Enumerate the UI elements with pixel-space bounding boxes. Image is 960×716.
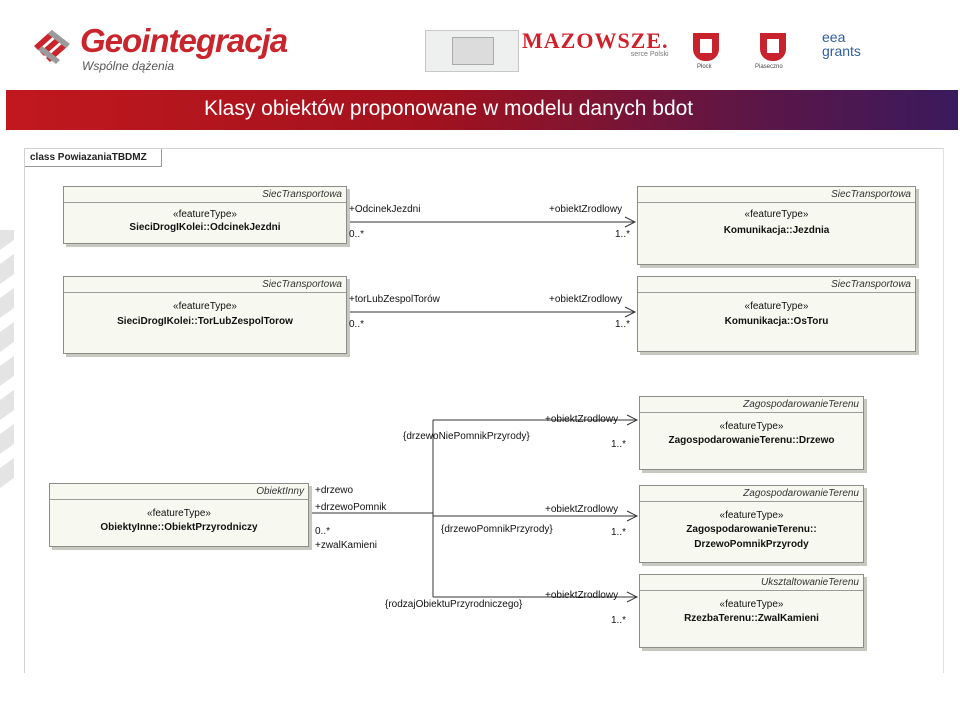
class-odcinek-jezdni[interactable]: SiecTransportowa «featureType» SieciDrog… (63, 186, 347, 244)
multiplicity-label: 1..* (615, 229, 631, 240)
geointegracja-logo-icon (34, 30, 70, 64)
multiplicity-label: 1..* (615, 319, 631, 330)
eea-text: eea (822, 29, 846, 45)
role-drzewo: +drzewo (315, 485, 354, 496)
class-stereotype: «featureType» (744, 301, 809, 312)
class-package: ZagospodarowanieTerenu (743, 399, 859, 410)
class-divider (50, 499, 308, 500)
class-jezdnia[interactable]: SiecTransportowa «featureType» Komunikac… (637, 186, 916, 265)
class-package: ObiektInny (256, 486, 304, 497)
piaseczno-label: Piaseczno (755, 64, 783, 70)
class-divider (64, 292, 346, 293)
title-band: Klasy obiektów proponowane w modelu dany… (6, 90, 958, 130)
page-title: Klasy obiektów proponowane w modelu dany… (204, 97, 694, 120)
class-divider (640, 590, 863, 591)
plock-crest-icon (693, 33, 719, 61)
class-stereotype: «featureType» (719, 421, 784, 432)
class-name-line2: DrzewoPomnikPrzyrody (694, 539, 809, 550)
multiplicity-label: 1..* (611, 439, 627, 450)
constraint-rodzaj-obiektu: {rodzajObiektuPrzyrodniczego} (385, 599, 523, 610)
class-name: ZagospodarowanieTerenu::Drzewo (668, 435, 835, 446)
class-package: SiecTransportowa (831, 189, 911, 200)
class-zwal-kamieni[interactable]: UksztaltowanieTerenu «featureType» Rzezb… (639, 574, 864, 648)
decorative-stripes (0, 230, 14, 488)
eu-partner-logo (425, 30, 519, 72)
role-zwal-kamieni: +zwalKamieni (315, 540, 377, 551)
logo-name: Geointegracja (80, 22, 288, 59)
class-divider (638, 292, 915, 293)
role-obiekt-zrodlowy: +obiektZrodlowy (545, 504, 619, 515)
class-stereotype: «featureType» (719, 599, 784, 610)
class-name: RzezbaTerenu::ZwalKamieni (684, 613, 819, 624)
role-obiekt-zrodlowy: +obiektZrodlowy (545, 590, 619, 601)
class-package: SiecTransportowa (831, 279, 911, 290)
class-os-toru[interactable]: SiecTransportowa «featureType» Komunikac… (637, 276, 916, 352)
role-odcinek-jezdni: +OdcinekJezdni (349, 204, 421, 215)
plock-label: Płock (697, 64, 712, 70)
class-drzewo[interactable]: ZagospodarowanieTerenu «featureType» Zag… (639, 396, 864, 470)
eea-grants-logo: eea grants (822, 30, 874, 58)
role-drzewo-pomnik: +drzewoPomnik (315, 502, 387, 513)
logo-tagline: Wspólne dążenia (82, 59, 175, 73)
class-stereotype: «featureType» (173, 209, 237, 220)
class-name: Komunikacja::OsToru (724, 316, 829, 327)
class-name: SieciDrogIKolei::OdcinekJezdni (129, 222, 281, 233)
class-obiekt-przyrodniczy[interactable]: ObiektInny «featureType» ObiektyInne::Ob… (49, 483, 309, 547)
constraint-drzewo-pomnik: {drzewoPomnikPrzyrody} (441, 524, 553, 535)
role-obiekt-zrodlowy: +obiektZrodlowy (545, 414, 619, 425)
class-name: SieciDrogIKolei::TorLubZespolTorow (117, 316, 293, 327)
class-package: SiecTransportowa (262, 189, 342, 200)
role-obiekt-zrodlowy: +obiektZrodlowy (549, 204, 623, 215)
multiplicity-label: 0..* (349, 319, 365, 330)
class-package: UksztaltowanieTerenu (760, 577, 859, 588)
grants-text: grants (822, 43, 861, 59)
class-name: ObiektyInne::ObiektPrzyrodniczy (100, 522, 258, 533)
role-obiekt-zrodlowy: +obiektZrodlowy (549, 294, 623, 305)
poland-map-icon (452, 37, 494, 65)
class-name: Komunikacja::Jezdnia (723, 225, 830, 236)
class-package: ZagospodarowanieTerenu (743, 488, 859, 499)
mazowsze-text: MAZOWSZE. (522, 28, 669, 53)
class-stereotype: «featureType» (719, 510, 784, 521)
class-divider (64, 202, 346, 203)
class-tor-lub-zespol-torow[interactable]: SiecTransportowa «featureType» SieciDrog… (63, 276, 347, 354)
class-stereotype: «featureType» (147, 508, 211, 519)
class-package: SiecTransportowa (262, 279, 342, 290)
association-lines (309, 216, 639, 603)
multiplicity-label: 1..* (611, 527, 627, 538)
uml-diagram-frame: class PowiazaniaTBDMZ SiecTransportowa «… (24, 148, 944, 673)
multiplicity-label: 0..* (349, 229, 365, 240)
class-stereotype: «featureType» (744, 209, 809, 220)
constraint-drzewo-nie-pomnik: {drzewoNiePomnikPrzyrody} (403, 431, 530, 442)
class-stereotype: «featureType» (173, 301, 237, 312)
mazowsze-logo: MAZOWSZE. serce Polski (522, 28, 669, 58)
mazowsze-subtext: serce Polski (630, 51, 669, 58)
role-tor-lub-zespol-torow: +torLubZespolTorów (349, 294, 440, 305)
geointegracja-logo: Geointegracja Wspólne dążenia (30, 22, 310, 73)
multiplicity-label: 1..* (611, 615, 627, 626)
class-divider (638, 202, 915, 203)
class-divider (640, 501, 863, 502)
class-drzewo-pomnik-przyrody[interactable]: ZagospodarowanieTerenu «featureType» Zag… (639, 485, 864, 563)
multiplicity-label: 0..* (315, 526, 331, 537)
diagram-frame-label: class PowiazaniaTBDMZ (25, 149, 162, 167)
class-divider (640, 412, 863, 413)
piaseczno-crest-icon (760, 33, 786, 61)
class-name-line1: ZagospodarowanieTerenu:: (686, 524, 817, 535)
